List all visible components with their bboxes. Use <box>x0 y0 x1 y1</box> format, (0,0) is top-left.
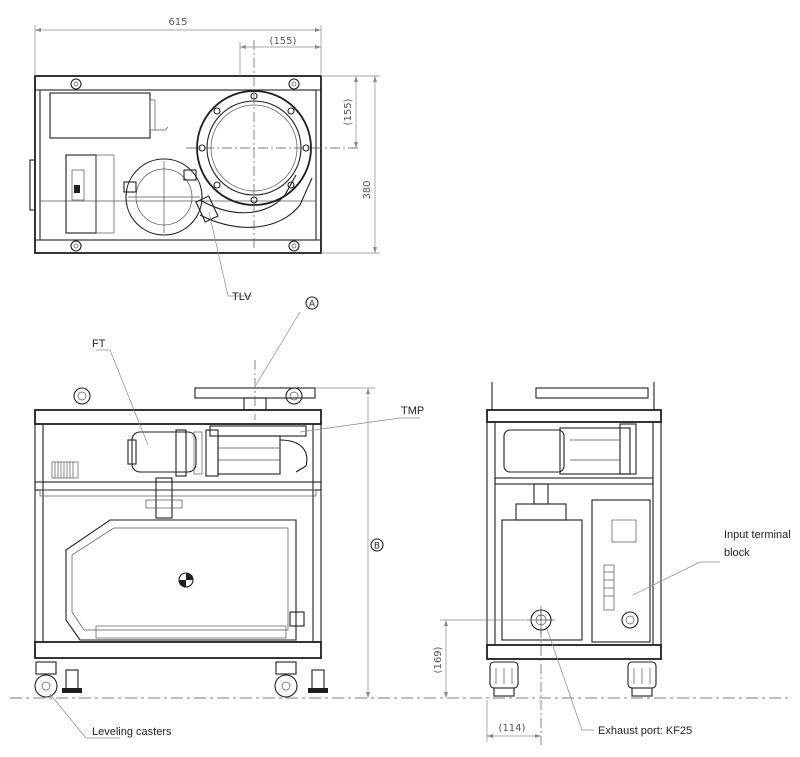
top-controller-box <box>49 92 151 139</box>
front-tmp <box>205 425 308 477</box>
front-casters <box>34 661 328 698</box>
front-right-post <box>312 423 322 643</box>
front-main-pump <box>65 519 305 641</box>
label-input-terminal-2: block <box>724 547 750 559</box>
side-dimensions <box>440 619 541 742</box>
front-bottom-rail <box>34 641 322 659</box>
dim-exhaust-height: (169) <box>433 646 444 673</box>
top-frame-inner <box>39 89 317 241</box>
front-view <box>10 349 790 739</box>
top-lifting-eyes <box>70 78 300 252</box>
side-top-flange <box>535 387 649 399</box>
side-bottom-rail <box>486 644 662 660</box>
front-top-rail <box>34 409 322 425</box>
label-tlv: TLV <box>232 291 252 303</box>
top-ft-circle <box>123 158 203 236</box>
front-ft <box>127 429 203 477</box>
terminal-leader <box>632 561 720 596</box>
marker-b: B <box>374 542 380 552</box>
top-view <box>29 40 360 297</box>
height-dimension-b <box>316 387 375 698</box>
top-frame-outer <box>34 75 322 254</box>
label-input-terminal-1: Input terminal <box>724 529 791 541</box>
top-pipe <box>199 177 313 228</box>
marker-a: A <box>309 300 316 310</box>
label-leveling-casters: Leveling casters <box>92 726 172 738</box>
marker-a-circle <box>305 296 319 310</box>
front-left-post <box>34 423 44 643</box>
side-top-rail <box>486 409 662 423</box>
ft-leader <box>96 349 149 446</box>
front-vent-slots <box>51 461 79 479</box>
marker-b-circle <box>370 538 384 552</box>
side-terminal-box <box>591 499 651 643</box>
side-view <box>486 382 720 745</box>
tlv-leader <box>208 211 252 297</box>
front-mid-rail <box>34 481 322 491</box>
dim-flange-x: (155) <box>270 36 297 47</box>
label-tmp: TMP <box>401 405 424 417</box>
dim-depth-380: 380 <box>362 180 373 199</box>
label-ft: FT <box>92 338 106 350</box>
dim-exhaust-offset: (114) <box>499 723 526 734</box>
dim-width-615: 615 <box>168 17 187 28</box>
casters-leader <box>49 693 120 739</box>
exhaust-leader <box>545 625 594 731</box>
label-exhaust-port: Exhaust port: KF25 <box>598 725 692 737</box>
tmp-leader <box>299 417 420 433</box>
side-pump-body <box>501 519 583 641</box>
dim-flange-y: (155) <box>343 98 354 125</box>
top-dimensions <box>34 25 380 254</box>
top-electronics-panel <box>65 154 97 234</box>
